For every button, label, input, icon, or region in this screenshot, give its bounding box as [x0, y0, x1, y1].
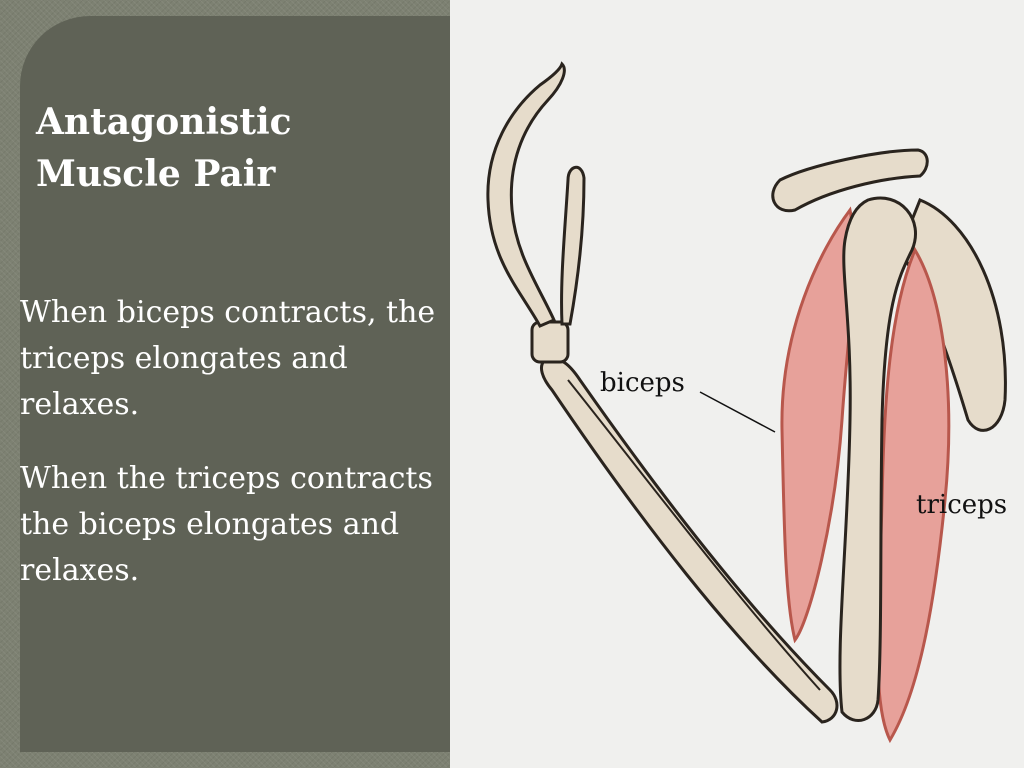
biceps-pointer-line: [699, 391, 776, 433]
text-panel: [20, 16, 450, 752]
wrist-bones: [530, 320, 570, 364]
clavicle-bone: [771, 148, 929, 213]
label-biceps: biceps: [600, 368, 685, 398]
humerus-bone: [838, 196, 918, 722]
forearm-bone-radius: [540, 357, 839, 724]
label-triceps: triceps: [916, 490, 1008, 520]
finger-bones-long: [486, 61, 566, 328]
triceps-muscle: [876, 246, 951, 744]
arm-diagram-svg: [486, 61, 1007, 744]
paragraph-biceps-contracts: When biceps contracts, the triceps elong…: [20, 295, 436, 422]
forearm-bone-ulna: [567, 379, 821, 691]
slide-title: Antagonistic Muscle Pair: [36, 101, 292, 195]
thumb-bones: [560, 165, 586, 326]
paragraph-triceps-contracts: When the triceps contracts the biceps el…: [20, 461, 433, 588]
arm-muscle-illustration: biceps triceps: [450, 0, 1024, 768]
